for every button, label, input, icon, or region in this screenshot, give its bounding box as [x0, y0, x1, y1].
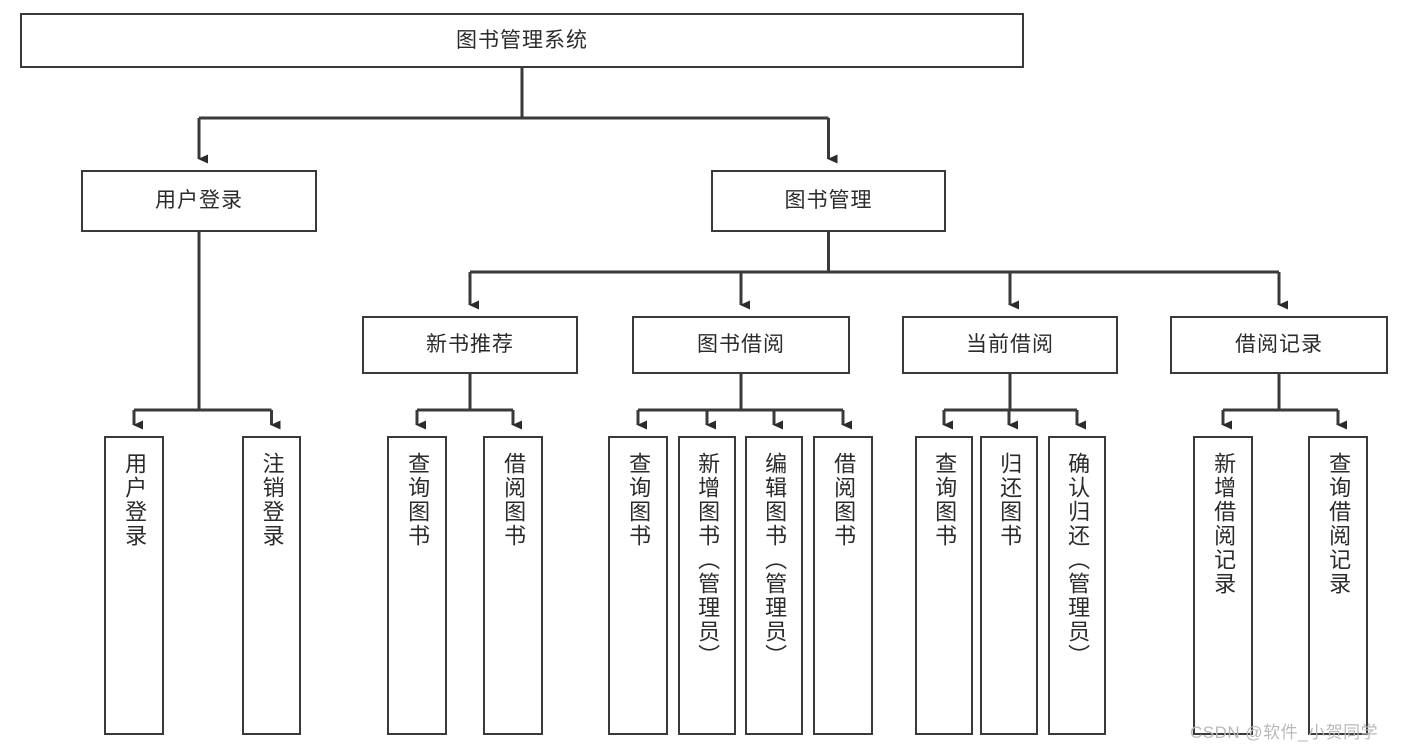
node-label: 注销登录 [259, 452, 285, 548]
node-label: 借阅图书 [501, 452, 527, 548]
node-leaf-borrow-book[interactable]: 借阅图书 [813, 436, 873, 735]
node-book-manage[interactable]: 图书管理 [711, 170, 946, 232]
node-borrow-records[interactable]: 借阅记录 [1170, 316, 1388, 374]
node-book-borrow[interactable]: 图书借阅 [632, 316, 850, 374]
node-leaf-query-book-current[interactable]: 查询图书 [915, 436, 973, 735]
node-new-book-recommend[interactable]: 新书推荐 [362, 316, 578, 374]
node-leaf-query-book-borrow[interactable]: 查询图书 [608, 436, 668, 735]
node-leaf-edit-book-admin[interactable]: 编辑图书（管理员） [745, 436, 803, 735]
node-label: 查询图书 [626, 452, 652, 548]
node-label: 查询图书 [405, 452, 431, 548]
node-label: 用户登录 [122, 452, 148, 548]
node-label: 查询图书 [932, 452, 958, 548]
node-label: 新书推荐 [426, 333, 514, 357]
node-label: 图书管理系统 [456, 28, 588, 52]
node-label: 当前借阅 [966, 333, 1054, 357]
node-label: 编辑图书（管理员） [762, 452, 788, 668]
node-leaf-add-book-admin[interactable]: 新增图书（管理员） [678, 436, 736, 735]
node-label: 借阅图书 [831, 452, 857, 548]
node-leaf-confirm-return-admin[interactable]: 确认归还（管理员） [1048, 436, 1106, 735]
node-current-borrow[interactable]: 当前借阅 [902, 316, 1118, 374]
node-label: 用户登录 [155, 189, 243, 213]
node-label: 查询借阅记录 [1326, 452, 1352, 596]
node-leaf-return-book[interactable]: 归还图书 [980, 436, 1038, 735]
node-label: 图书管理 [784, 189, 873, 213]
node-leaf-add-borrow-record[interactable]: 新增借阅记录 [1193, 436, 1253, 735]
node-leaf-borrow-book-rec[interactable]: 借阅图书 [483, 436, 543, 735]
node-label: 确认归还（管理员） [1065, 452, 1091, 668]
node-leaf-user-login[interactable]: 用户登录 [104, 436, 164, 735]
csdn-watermark: CSDN @软件_小贺同学 [1190, 723, 1379, 742]
node-leaf-logout[interactable]: 注销登录 [242, 436, 301, 735]
node-user-login[interactable]: 用户登录 [81, 170, 317, 232]
node-label: 图书借阅 [697, 333, 785, 357]
node-label: 新增借阅记录 [1211, 452, 1237, 596]
node-label: 归还图书 [997, 452, 1023, 548]
node-leaf-query-borrow-record[interactable]: 查询借阅记录 [1308, 436, 1368, 735]
node-label: 新增图书（管理员） [695, 452, 721, 668]
node-root[interactable]: 图书管理系统 [20, 13, 1024, 68]
node-leaf-query-book-rec[interactable]: 查询图书 [387, 436, 447, 735]
node-label: 借阅记录 [1235, 333, 1323, 357]
